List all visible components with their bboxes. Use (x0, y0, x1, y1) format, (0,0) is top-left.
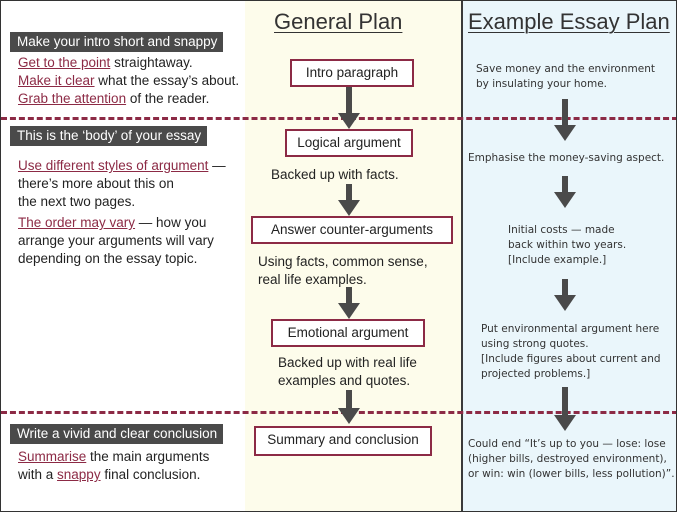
general-plan-heading: General Plan (274, 9, 403, 34)
body-tip-2: The order may vary — how you arrange you… (18, 214, 214, 268)
section-divider-conclusion (1, 411, 676, 414)
conclusion-tips: Summarise the main arguments with a snap… (18, 448, 209, 484)
intro-tip-link: Get to the point (18, 55, 111, 70)
intro-tip-link: Make it clear (18, 73, 95, 88)
example-intro: Save money and the environment by insula… (476, 62, 655, 92)
intro-tip-text: of the reader. (126, 91, 210, 106)
down-arrow-icon (338, 87, 360, 129)
intro-tip-label: Make your intro short and snappy (10, 32, 224, 52)
counter-note: Using facts, common sense, real life exa… (258, 253, 428, 289)
counter-arguments-box: Answer counter-arguments (251, 216, 453, 244)
emotional-note: Backed up with real life examples and qu… (278, 354, 417, 390)
note-line: examples and quotes. (278, 373, 411, 388)
intro-tip-text: what the essay’s about. (94, 73, 240, 88)
note-line: Using facts, common sense, (258, 254, 428, 269)
body-tip-text: depending on the essay topic. (18, 251, 198, 266)
example-line: [Include figures about current and (481, 353, 661, 365)
summary-conclusion-box: Summary and conclusion (254, 426, 432, 456)
example-line: Emphasise the money-saving aspect. (468, 152, 665, 164)
intro-tip-text: straightaway. (110, 55, 193, 70)
example-line: Initial costs — made (508, 224, 615, 236)
example-costs: Initial costs — made back within two yea… (508, 223, 626, 268)
body-tip-link: The order may vary (18, 215, 136, 230)
down-arrow-icon (338, 287, 360, 319)
example-environment: Put environmental argument here using st… (481, 322, 661, 382)
intro-tip-line: Make it clear what the essay’s about. (18, 72, 239, 90)
conclusion-tip-link: Summarise (18, 449, 87, 464)
down-arrow-icon (554, 99, 576, 141)
body-tip-text: — how you (135, 215, 207, 230)
example-line: or win: win (lower bills, less pollution… (468, 468, 675, 480)
body-tip-label: This is the ‘body’ of your essay (10, 126, 208, 146)
example-line: by insulating your home. (476, 78, 608, 90)
example-line: using strong quotes. (481, 338, 589, 350)
intro-tip-line: Get to the point straightaway. (18, 54, 239, 72)
conclusion-tip-link: snappy (57, 467, 101, 482)
section-divider-intro (1, 117, 676, 120)
example-ending: Could end “It’s up to you — lose: lose (… (468, 437, 675, 482)
intro-tip-link: Grab the attention (18, 91, 127, 106)
example-emphasis: Emphasise the money-saving aspect. (468, 151, 664, 166)
down-arrow-icon (554, 387, 576, 431)
example-plan-heading: Example Essay Plan (468, 9, 670, 34)
body-tip-1: Use different styles of argument — there… (18, 157, 226, 211)
note-line: Backed up with facts. (271, 167, 399, 182)
example-line: projected problems.] (481, 368, 591, 380)
body-tip-text: — (208, 158, 226, 173)
example-line: Save money and the environment (476, 63, 655, 75)
logical-argument-box: Logical argument (285, 129, 413, 157)
body-tip-link: Use different styles of argument (18, 158, 209, 173)
conclusion-tip-text: final conclusion. (100, 467, 201, 482)
example-line: [Include example.] (508, 254, 607, 266)
note-line: real life examples. (258, 272, 367, 287)
intro-paragraph-box: Intro paragraph (290, 59, 414, 87)
conclusion-tip-text: the main arguments (86, 449, 210, 464)
body-tip-text: arrange your arguments will vary (18, 233, 214, 248)
down-arrow-icon (338, 390, 360, 424)
down-arrow-icon (554, 176, 576, 208)
down-arrow-icon (338, 184, 360, 216)
note-line: Backed up with real life (278, 355, 417, 370)
example-line: back within two years. (508, 239, 627, 251)
emotional-argument-box: Emotional argument (271, 319, 425, 347)
example-line: (higher bills, destroyed environment), (468, 453, 667, 465)
intro-tip-line: Grab the attention of the reader. (18, 90, 239, 108)
conclusion-tip-label: Write a vivid and clear conclusion (10, 424, 224, 444)
logical-note: Backed up with facts. (271, 166, 399, 184)
example-plan-column (461, 1, 676, 511)
body-tip-text: there’s more about this on (18, 176, 174, 191)
example-line: Put environmental argument here (481, 323, 660, 335)
conclusion-tip-text: with a (18, 467, 58, 482)
intro-tips: Get to the point straightaway. Make it c… (18, 54, 239, 108)
down-arrow-icon (554, 279, 576, 311)
body-tip-text: the next two pages. (18, 194, 136, 209)
column-divider (461, 1, 463, 511)
example-line: Could end “It’s up to you — lose: lose (468, 438, 666, 450)
